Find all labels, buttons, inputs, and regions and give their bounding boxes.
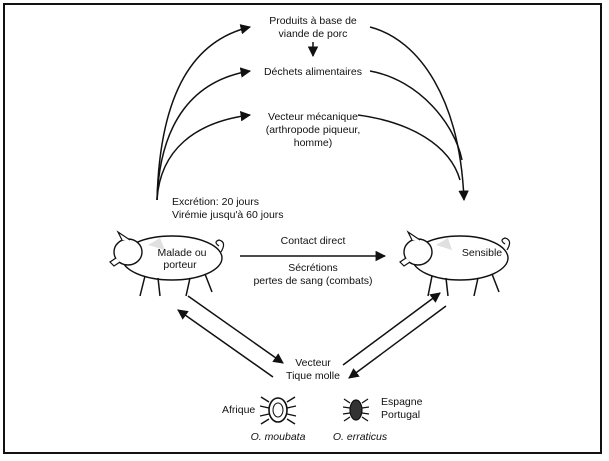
- mech-vector-label-1: Vecteur mécanique: [268, 111, 358, 123]
- healthy-pig-to-tick-arrow: [348, 305, 447, 379]
- healthy-pig-label: Sensible: [462, 247, 502, 259]
- portugal-label: Portugal: [381, 409, 420, 421]
- tick-to-sick-pig-arrow: [177, 309, 274, 378]
- tick-vector-label-2: Tique molle: [286, 370, 340, 382]
- mech-vector-label-2: (arthropode piqueur,: [266, 124, 361, 136]
- o-moubata-tick-icon: [259, 396, 297, 425]
- africa-label: Afrique: [222, 404, 255, 416]
- mech-vector-label-3: homme): [294, 137, 333, 149]
- arrow-to-food-waste: [156, 67, 252, 201]
- tick-to-healthy-pig-arrow: [342, 292, 441, 366]
- spain-label: Espagne: [381, 396, 423, 408]
- sick-pig-label-1: Malade ou: [157, 247, 206, 259]
- products-label-1: Produits à base de: [269, 15, 357, 27]
- healthy-pig-illustration: [399, 230, 511, 297]
- excretion-label: Excrétion: 20 jours: [172, 196, 259, 208]
- secretions-label-1: Sécrétions: [288, 262, 338, 274]
- viremia-label: Virémie jusqu'à 60 jours: [172, 209, 284, 221]
- sick-pig-illustration: [109, 230, 225, 297]
- sick-pig-to-tick-arrow: [187, 295, 284, 364]
- products-label-2: viande de porc: [279, 28, 348, 40]
- arrow-to-mech-vector: [156, 110, 252, 201]
- arrow-to-products: [156, 24, 252, 201]
- food-waste-label: Déchets alimentaires: [264, 66, 362, 78]
- arc-from-food-waste: [369, 70, 463, 161]
- direct-contact-label: Contact direct: [281, 235, 346, 247]
- secretions-label-2: pertes de sang (combats): [253, 275, 372, 287]
- arc-from-mech-vector: [357, 114, 461, 181]
- tick-vector-label-1: Vecteur: [295, 357, 331, 369]
- sick-pig-label-2: porteur: [163, 259, 197, 271]
- o-moubata-label: O. moubata: [251, 431, 306, 443]
- arc-from-products: [369, 26, 469, 202]
- diagram-frame: [3, 3, 602, 454]
- o-erraticus-label: O. erraticus: [333, 431, 388, 443]
- o-erraticus-tick-icon: [342, 398, 370, 422]
